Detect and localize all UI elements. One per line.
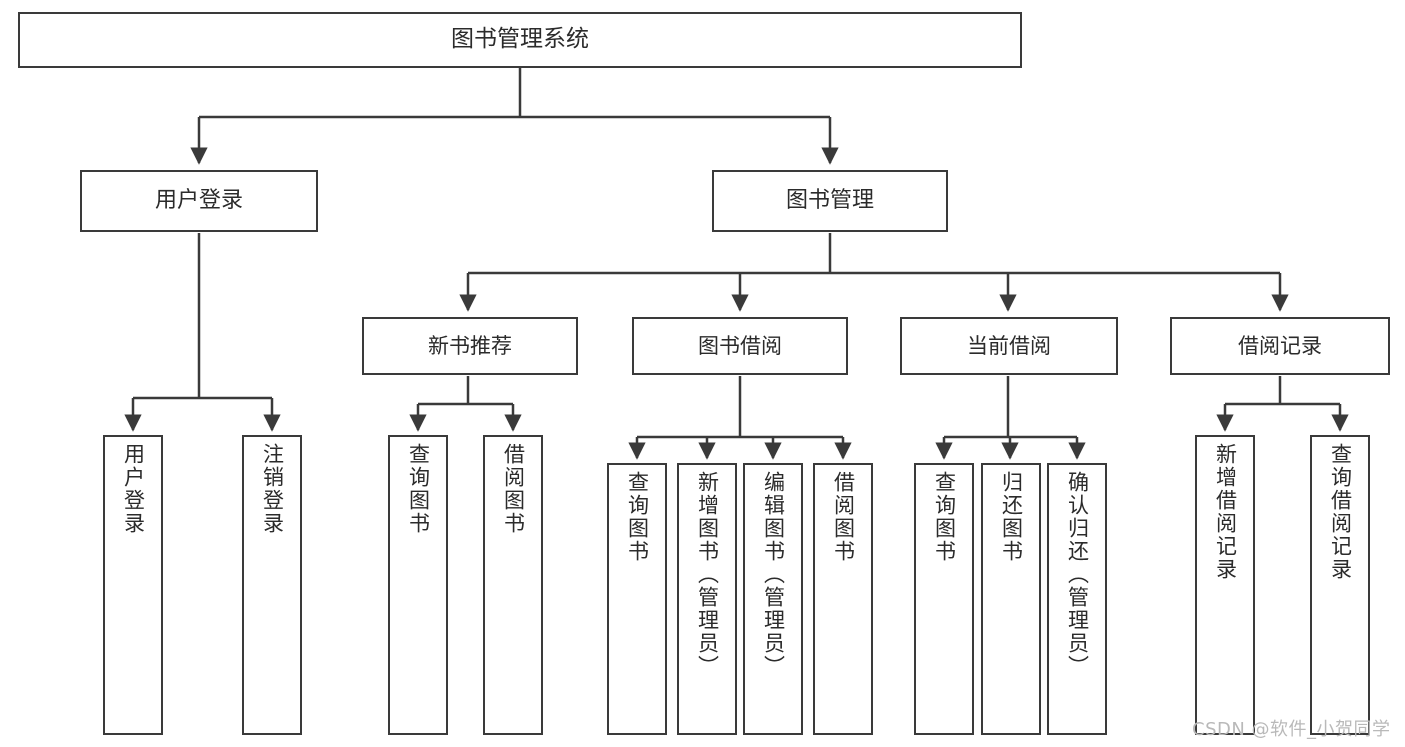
node-user-login-label: 用户登录 [154, 188, 243, 214]
leaf-book-borrow-4[interactable]: 借阅图书 [813, 463, 873, 735]
leaf-user-login-1-label: 用户登录 [121, 443, 146, 535]
leaf-book-borrow-3[interactable]: 编辑图书（管理员） [743, 463, 803, 735]
leaf-new-book-2-label: 借阅图书 [501, 443, 526, 535]
leaf-borrow-record-1[interactable]: 新增借阅记录 [1195, 435, 1255, 735]
node-book-borrow-label: 图书借阅 [698, 333, 782, 358]
leaf-current-borrow-1-label: 查询图书 [932, 471, 957, 563]
node-root-label: 图书管理系统 [451, 26, 589, 53]
node-root[interactable]: 图书管理系统 [18, 12, 1022, 68]
node-book-management-label: 图书管理 [785, 188, 874, 214]
leaf-book-borrow-1-label: 查询图书 [625, 471, 650, 563]
leaf-current-borrow-1[interactable]: 查询图书 [914, 463, 974, 735]
leaf-borrow-record-2-label: 查询借阅记录 [1328, 443, 1353, 581]
leaf-book-borrow-3-label: 编辑图书（管理员） [761, 471, 786, 678]
leaf-user-login-2[interactable]: 注销登录 [242, 435, 302, 735]
leaf-book-borrow-1[interactable]: 查询图书 [607, 463, 667, 735]
leaf-borrow-record-1-label: 新增借阅记录 [1213, 443, 1238, 581]
leaf-user-login-2-label: 注销登录 [260, 443, 285, 535]
node-current-borrow[interactable]: 当前借阅 [900, 317, 1118, 375]
node-borrow-record-label: 借阅记录 [1238, 333, 1322, 358]
leaf-new-book-1[interactable]: 查询图书 [388, 435, 448, 735]
leaf-current-borrow-2-label: 归还图书 [999, 471, 1024, 563]
csdn-watermark: CSDN @软件_小贺同学 [1192, 719, 1391, 740]
leaf-book-borrow-4-label: 借阅图书 [831, 471, 856, 563]
node-user-login[interactable]: 用户登录 [80, 170, 318, 232]
node-new-book-recommend[interactable]: 新书推荐 [362, 317, 578, 375]
leaf-book-borrow-2-label: 新增图书（管理员） [695, 471, 720, 678]
leaf-book-borrow-2[interactable]: 新增图书（管理员） [677, 463, 737, 735]
leaf-new-book-2[interactable]: 借阅图书 [483, 435, 543, 735]
leaf-user-login-1[interactable]: 用户登录 [103, 435, 163, 735]
leaf-new-book-1-label: 查询图书 [406, 443, 431, 535]
node-borrow-record[interactable]: 借阅记录 [1170, 317, 1390, 375]
node-book-management[interactable]: 图书管理 [712, 170, 948, 232]
leaf-current-borrow-3[interactable]: 确认归还（管理员） [1047, 463, 1107, 735]
node-new-book-recommend-label: 新书推荐 [428, 333, 512, 358]
node-current-borrow-label: 当前借阅 [967, 333, 1051, 358]
leaf-borrow-record-2[interactable]: 查询借阅记录 [1310, 435, 1370, 735]
leaf-current-borrow-3-label: 确认归还（管理员） [1065, 471, 1090, 678]
node-book-borrow[interactable]: 图书借阅 [632, 317, 848, 375]
leaf-current-borrow-2[interactable]: 归还图书 [981, 463, 1041, 735]
